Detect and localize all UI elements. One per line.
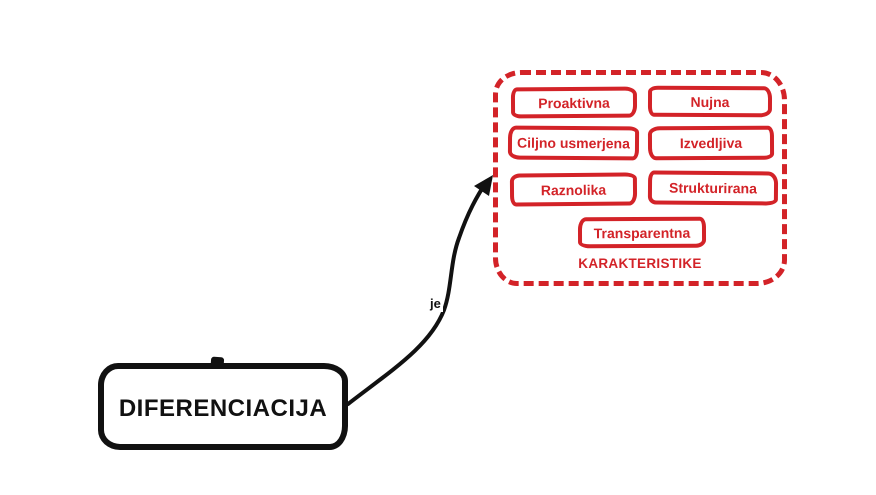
node-raznolika-label: Raznolika <box>540 181 607 198</box>
node-ciljno-usmerjena-label: Ciljno usmerjena <box>517 134 630 152</box>
node-diferenciacija-label: DIFERENCIACIJA <box>118 394 328 422</box>
connector-arrow-path <box>346 179 489 406</box>
node-diferenciacija[interactable]: DIFERENCIACIJA <box>98 363 348 450</box>
node-transparentna-label: Transparentna <box>593 224 691 241</box>
node-transparentna[interactable]: Transparentna <box>577 216 707 249</box>
node-izvedljiva-label: Izvedljiva <box>679 134 743 152</box>
node-izvedljiva[interactable]: Izvedljiva <box>647 125 775 161</box>
node-nujna[interactable]: Nujna <box>647 85 773 118</box>
node-proaktivna-label: Proaktivna <box>538 94 610 111</box>
node-proaktivna[interactable]: Proaktivna <box>510 86 638 119</box>
node-strukturirana-label: Strukturirana <box>668 179 758 197</box>
group-karakteristike[interactable]: Proaktivna Nujna Ciljno usmerjena Izvedl… <box>493 70 787 286</box>
node-strukturirana[interactable]: Strukturirana <box>647 170 779 206</box>
edge-label-je: je <box>428 295 443 312</box>
node-ciljno-usmerjena[interactable]: Ciljno usmerjena <box>507 125 640 161</box>
node-nujna-label: Nujna <box>690 93 730 110</box>
node-raznolika[interactable]: Raznolika <box>509 172 638 207</box>
group-title-karakteristike: KARAKTERISTIKE <box>578 256 702 271</box>
arrowhead-icon <box>474 175 493 196</box>
